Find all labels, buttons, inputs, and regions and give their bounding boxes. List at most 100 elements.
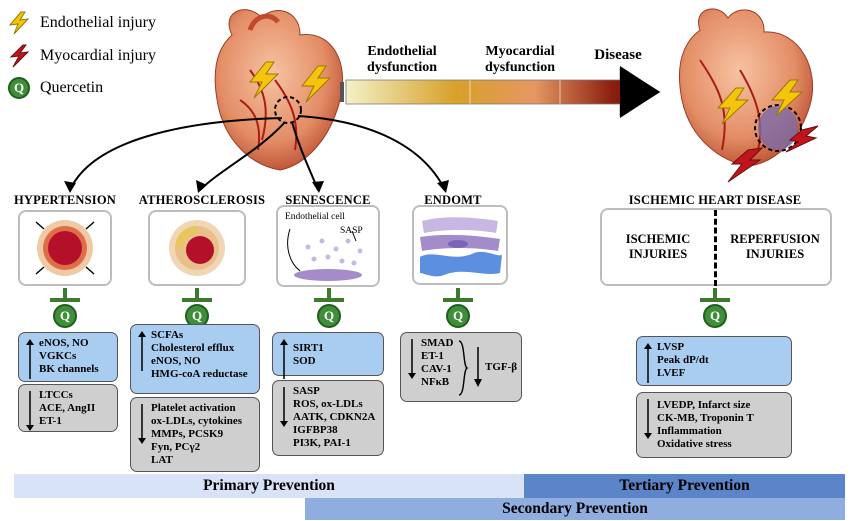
effect-item: LTCCs (39, 389, 73, 401)
secondary-prevention-band (305, 498, 845, 520)
legend-endothelial: Endothelial injury (6, 10, 156, 36)
tertiary-prevention-band (524, 474, 845, 498)
inhibition-bar (443, 298, 473, 302)
effect-item: VGKCs (39, 350, 77, 362)
ihd-downregulated-box: LVEDP, Infarct size CK-MB, Troponin T In… (636, 392, 792, 458)
up-arrow-icon (280, 339, 288, 379)
effect-item: SIRT1 (293, 342, 324, 354)
pathway-arrows (69, 115, 446, 191)
atherosclerosis-downregulated-box: Platelet activation ox-LDLs, cytokines M… (130, 397, 260, 472)
primary-prevention-label: Primary Prevention (203, 477, 335, 494)
effect-item: AATK, CDKN2A (293, 411, 376, 423)
senescence-downregulated-box: SASP ROS, ox-LDLs AATK, CDKN2A IGFBP38 P… (272, 380, 384, 456)
quercetin-icon: Q (8, 77, 30, 99)
senescence-upregulated-box: SIRT1 SOD (272, 332, 384, 379)
effect-item: Cholesterol efflux (151, 342, 235, 354)
progression-arrow (340, 66, 661, 118)
quercetin-icon: Q (703, 304, 727, 328)
up-arrow-icon (644, 343, 652, 383)
effect-item: LAT (151, 454, 173, 466)
endothelial-cell-label: Endothelial cell (285, 212, 345, 222)
inhibition-stem (327, 288, 331, 300)
heart-icon (214, 9, 344, 171)
effect-item: SMAD (421, 337, 454, 349)
down-arrow-icon (644, 399, 652, 439)
inhibition-stem (456, 288, 460, 300)
down-arrow-icon (280, 387, 288, 427)
effect-item: LVSP (657, 341, 685, 353)
effect-item: BK channels (39, 363, 99, 375)
effect-item: ox-LDLs, cytokines (151, 415, 243, 427)
effect-item: LVEF (657, 367, 686, 379)
effect-item: TGF-β (485, 361, 518, 373)
effect-item: eNOS, NO (39, 337, 89, 349)
down-arrow-icon (138, 404, 146, 444)
legend-myocardial-label: Myocardial injury (40, 47, 156, 64)
quercetin-icon: Q (446, 304, 470, 328)
lightning-icon (6, 10, 32, 36)
effect-item: IGFBP38 (293, 424, 338, 436)
senescence-image (276, 205, 380, 287)
tertiary-prevention-label: Tertiary Prevention (619, 477, 750, 494)
atherosclerosis-image (148, 210, 246, 286)
up-arrow-icon (138, 331, 146, 371)
effect-item: ET-1 (421, 350, 444, 362)
effect-item: CAV-1 (421, 363, 452, 375)
flow-disease-label: Disease (594, 47, 642, 63)
legend-quercetin: Q Quercetin (6, 75, 103, 101)
hypertension-upregulated-box: eNOS, NO VGKCs BK channels (18, 332, 118, 382)
ihd-divider (714, 210, 717, 286)
effect-item: SASP (293, 385, 320, 397)
ihd-upregulated-box: LVSP Peak dP/dt LVEF (636, 336, 792, 386)
hypertension-title: HYPERTENSION (14, 193, 116, 207)
inhibition-bar (700, 298, 730, 302)
lightning-icon (248, 61, 332, 103)
primary-prevention-band (14, 474, 524, 498)
injured-heart-icon (679, 8, 814, 167)
effect-item: CK-MB, Troponin T (657, 412, 754, 424)
red-lightning-icon (6, 43, 32, 69)
effect-item: Fyn, PCγ2 (151, 441, 201, 453)
effect-item: Peak dP/dt (657, 354, 709, 366)
down-arrow-icon (408, 339, 416, 379)
inhibition-stem (63, 288, 67, 300)
effect-item: Inflammation (657, 425, 722, 437)
up-arrow-icon (26, 339, 34, 379)
top-illustration (64, 8, 819, 193)
effect-item: ET-1 (39, 415, 62, 427)
inhibition-stem (195, 288, 199, 300)
effect-item: Platelet activation (151, 402, 236, 414)
inhibition-bar (314, 298, 344, 302)
effect-item: eNOS, NO (151, 355, 201, 367)
effect-item: PI3K, PAI-1 (293, 437, 351, 449)
red-lightning-icon (727, 125, 819, 183)
ihd-title: ISCHEMIC HEART DISEASE (628, 193, 802, 207)
atherosclerosis-upregulated-box: SCFAs Cholesterol efflux eNOS, NO HMG-co… (130, 324, 260, 394)
atherosclerosis-title: ATHEROSCLEROSIS (138, 193, 266, 207)
effect-item: Oxidative stress (657, 438, 732, 450)
arrowheads (64, 180, 449, 193)
secondary-prevention-label: Secondary Prevention (502, 500, 648, 517)
brace-icon (458, 340, 469, 396)
effect-item: SOD (293, 355, 316, 367)
quercetin-icon: Q (53, 304, 77, 328)
inhibition-bar (182, 298, 212, 302)
inhibition-bar (50, 298, 80, 302)
flow-myocardial-label: Myocardial dysfunction (484, 44, 556, 75)
endomt-downregulated-box: SMAD ET-1 CAV-1 NFκB TGF-β (400, 332, 522, 402)
flow-endothelial-label: Endothelial dysfunction (366, 44, 438, 75)
endomt-image (412, 205, 508, 285)
reperfusion-injuries-label: REPERFUSION INJURIES (730, 232, 820, 261)
effect-item: NFκB (421, 376, 450, 388)
hypertension-downregulated-box: LTCCs ACE, AngII ET-1 (18, 384, 118, 432)
effect-item: MMPs, PCSK9 (151, 428, 224, 440)
down-arrow-icon (26, 391, 34, 431)
effect-item: ROS, ox-LDLs (293, 398, 363, 410)
senescence-title: SENESCENCE (285, 193, 371, 207)
ischemic-injuries-label: ISCHEMIC INJURIES (625, 232, 691, 261)
legend-endothelial-label: Endothelial injury (40, 14, 156, 31)
quercetin-icon: Q (317, 304, 341, 328)
effect-item: ACE, AngII (39, 402, 96, 414)
legend-quercetin-label: Quercetin (40, 79, 104, 96)
inhibition-stem (713, 288, 717, 300)
